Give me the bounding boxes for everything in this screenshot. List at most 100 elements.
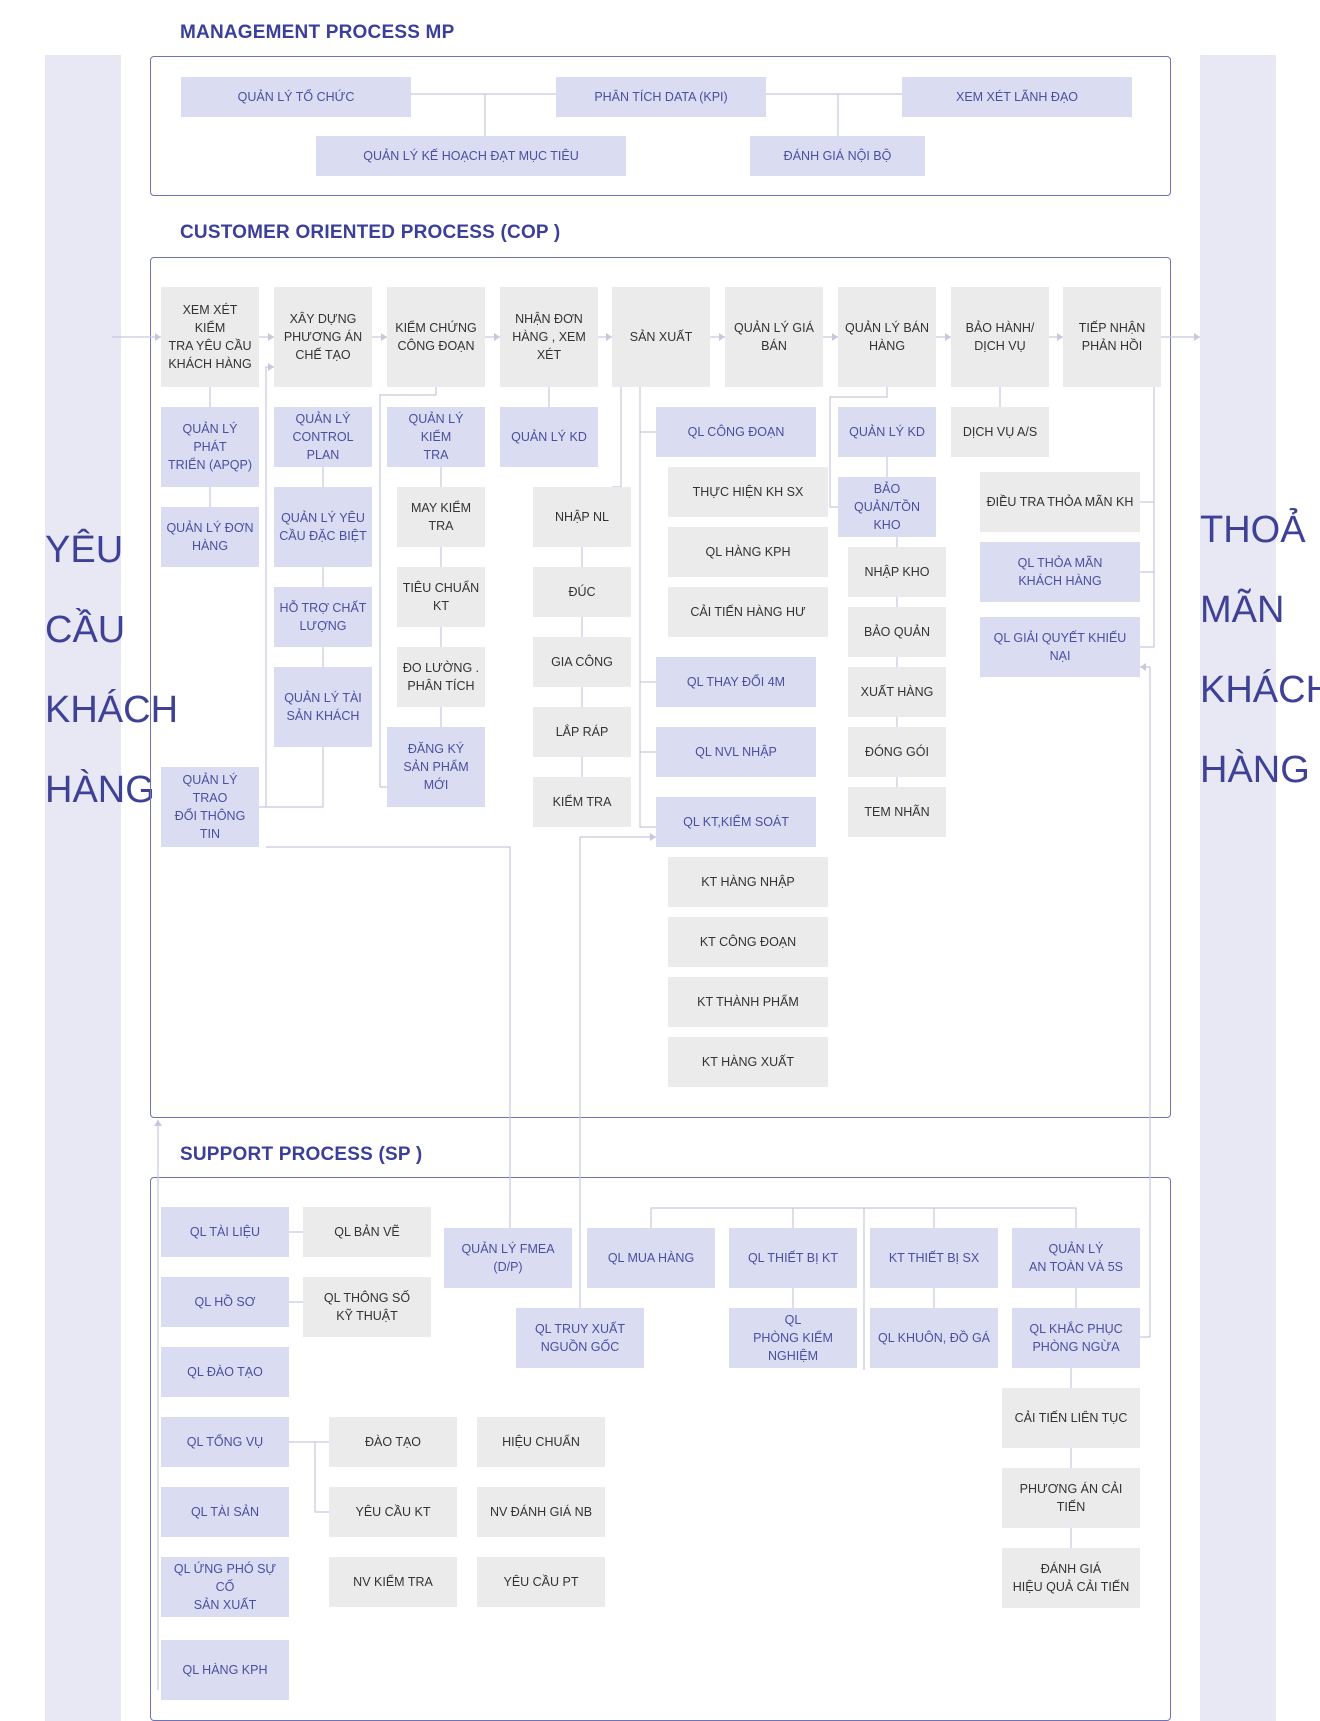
cop-box-f11: KT HÀNG XUẤT [668,1037,828,1087]
cop-box-d4: ĐO LƯỜNG . PHÂN TÍCH [397,647,485,707]
connector-line-21 [379,387,437,788]
arrow-head-7 [945,333,951,341]
arrow-head-12 [1140,663,1146,671]
sp-box-t2: QL THÔNG SỐ KỸ THUẬT [303,1277,431,1337]
cop-box-d3: TIÊU CHUẨN KT [397,567,485,627]
mp-box-mp5: ĐÁNH GIÁ NỘI BỘ [750,136,925,176]
cop-box-f9: KT CÔNG ĐOẠN [668,917,828,967]
arrow-head-13 [154,1120,162,1126]
cop-box-d5: ĐĂNG KÝ SẢN PHẨM MỚI [387,727,485,807]
cop-box-e6: KIỂM TRA [533,777,631,827]
sp-box-y2: PHƯƠNG ÁN CẢI TIẾN [1002,1468,1140,1528]
cop-box-f4: CẢI TIẾN HÀNG HƯ [668,587,828,637]
mp-box-mp2: PHÂN TÍCH DATA (KPI) [556,77,766,117]
connector-line-48 [579,836,656,1308]
connector-line-20 [265,366,274,807]
arrow-head-0 [155,333,161,341]
arrow-head-11 [650,833,656,841]
sp-box-s2: QL HỒ SƠ [161,1277,289,1327]
mp-title: MANAGEMENT PROCESS MP [180,22,455,43]
sp-box-s6: QL ỨNG PHÓ SỰ CỐ SẢN XUẤT [161,1557,289,1617]
sp-box-v5: QL KHUÔN, ĐỒ GÁ [870,1308,998,1368]
mp-box-mp3: XEM XÉT LÃNH ĐẠO [902,77,1132,117]
sp-title: SUPPORT PROCESS (SP ) [180,1144,423,1165]
cop-box-g7: TEM NHÃN [848,787,946,837]
cop-box-g6: ĐÓNG GÓI [848,727,946,777]
cop-box-c3: KIỂM CHỨNG CÔNG ĐOẠN [387,287,485,387]
connector-line-47 [266,846,511,1228]
cop-box-f10: KT THÀNH PHẨM [668,977,828,1027]
cop-box-f5: QL THAY ĐỔI 4M [656,657,816,707]
sp-box-s4: QL TỔNG VỤ [161,1417,289,1467]
mp-box-mp4: QUẢN LÝ KẾ HOẠCH ĐẠT MỤC TIÊU [316,136,626,176]
cop-box-i1: ĐIỀU TRA THỎA MÃN KH [980,472,1140,532]
cop-box-f7: QL KT,KIỂM SOÁT [656,797,816,847]
sp-box-y3: ĐÁNH GIÁ HIỆU QUẢ CẢI TIẾN [1002,1548,1140,1608]
sp-box-x2: NV ĐÁNH GIÁ NB [477,1487,605,1537]
cop-box-c4: NHẬN ĐƠN HÀNG , XEM XÉT [500,287,598,387]
cop-box-f8: KT HÀNG NHẬP [668,857,828,907]
sp-box-v4: KT THIẾT BỊ SX [870,1228,998,1288]
cop-box-c8: BẢO HÀNH/ DỊCH VỤ [951,287,1049,387]
cop-box-f6: QL NVL NHẬP [656,727,816,777]
cop-box-e2: NHẬP NL [533,487,631,547]
sp-box-w2: YÊU CẦU KT [329,1487,457,1537]
cop-box-a1: QUẢN LÝ PHÁT TRIỂN (APQP) [161,407,259,487]
sp-box-v1: QL MUA HÀNG [587,1228,715,1288]
cop-box-a3: QUẢN LÝ TRAO ĐỔI THÔNG TIN [161,767,259,847]
cop-box-f2: THỰC HIỆN KH SX [668,467,828,517]
connector-line-19 [259,747,324,808]
cop-box-a2: QUẢN LÝ ĐƠN HÀNG [161,507,259,567]
sp-box-t1: QL BẢN VẼ [303,1207,431,1257]
right-band: THOẢ MÃN KHÁCH HÀNG [1200,55,1320,1721]
cop-box-g4: BẢO QUẢN [848,607,946,657]
cop-box-b1: QUẢN LÝ CONTROL PLAN [274,407,372,467]
sp-box-s5: QL TÀI SẢN [161,1487,289,1537]
cop-box-d2: MAY KIỂM TRA [397,487,485,547]
arrow-head-4 [606,333,612,341]
sp-box-u1: QUẢN LÝ FMEA (D/P) [444,1228,572,1288]
cop-box-e5: LẮP RÁP [533,707,631,757]
sp-box-x3: YÊU CẦU PT [477,1557,605,1607]
arrow-head-9 [1194,333,1200,341]
cop-frame [150,257,1171,1118]
cop-box-f3: QL HÀNG KPH [668,527,828,577]
cop-box-c7: QUẢN LÝ BÁN HÀNG [838,287,936,387]
cop-box-c1: XEM XÉT KIỂM TRA YÊU CẦU KHÁCH HÀNG [161,287,259,387]
sp-box-s1: QL TÀI LIỆU [161,1207,289,1257]
cop-title: CUSTOMER ORIENTED PROCESS (COP ) [180,222,561,243]
sp-box-v6: QUẢN LÝ AN TOÀN VÀ 5S [1012,1228,1140,1288]
connector-line-27 [612,387,622,488]
cop-box-b4: QUẢN LÝ TÀI SẢN KHÁCH [274,667,372,747]
cop-box-b3: HỖ TRỢ CHẤT LƯỢNG [274,587,372,647]
connector-line-36 [829,387,888,508]
cop-box-e3: ĐÚC [533,567,631,617]
cop-box-g5: XUẤT HÀNG [848,667,946,717]
sp-box-w3: NV KIỂM TRA [329,1557,457,1607]
cop-box-c9: TIẾP NHẬN PHẢN HỒI [1063,287,1161,387]
cop-box-i3: QL GIẢI QUYẾT KHIẾU NẠI [980,617,1140,677]
cop-box-g2: BẢO QUẢN/TỒN KHO [838,477,936,537]
cop-box-c2: XÂY DỰNG PHƯƠNG ÁN CHẾ TẠO [274,287,372,387]
cop-box-c5: SẢN XUẤT [612,287,710,387]
arrow-head-1 [268,333,274,341]
arrow-head-10 [268,363,274,371]
connector-line-32 [639,387,656,828]
connector-line-44 [1140,387,1155,648]
sp-box-u2: QL TRUY XUẤT NGUỒN GỐC [516,1308,644,1368]
mp-box-mp1: QUẢN LÝ TỔ CHỨC [181,77,411,117]
sp-box-w1: ĐÀO TẠO [329,1417,457,1467]
cop-box-g3: NHẬP KHO [848,547,946,597]
cop-box-i2: QL THỎA MÃN KHÁCH HÀNG [980,542,1140,602]
cop-box-e1: QUẢN LÝ KD [500,407,598,467]
cop-box-h1: DỊCH VỤ A/S [951,407,1049,457]
sp-box-v2: QL THIẾT BỊ KT [729,1228,857,1288]
cop-box-e4: GIA CÔNG [533,637,631,687]
cop-box-g1: QUẢN LÝ KD [838,407,936,457]
cop-box-d1: QUẢN LÝ KIỂM TRA [387,407,485,467]
sp-box-v3: QL PHÒNG KIỂM NGHIỆM [729,1308,857,1368]
sp-box-s7: QL HÀNG KPH [161,1640,289,1700]
arrow-head-8 [1057,333,1063,341]
cop-box-c6: QUẢN LÝ GIÁ BÁN [725,287,823,387]
